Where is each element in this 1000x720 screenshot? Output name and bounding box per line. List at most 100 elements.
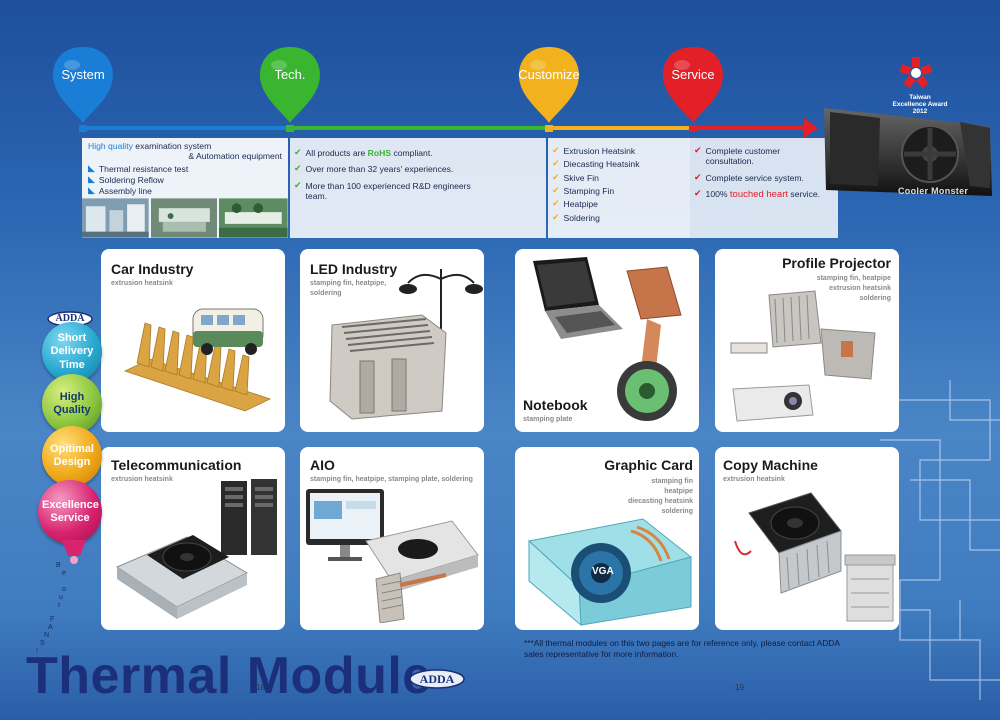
footer-note: ***All thermal modules on this two pages… bbox=[524, 638, 840, 659]
tech-rohs-highlight: RoHS bbox=[367, 148, 392, 158]
card-subtitle: stamping fin, heatpipe extrusion heatsin… bbox=[817, 274, 891, 304]
bubble-high-quality: High Quality bbox=[42, 374, 102, 434]
aio-thermal-module-image bbox=[365, 520, 479, 623]
slogan-letter: u bbox=[59, 594, 63, 601]
card-title: Notebook bbox=[523, 397, 588, 413]
card-subtitle: stamping fin, heatpipe, stamping plate, … bbox=[310, 476, 473, 483]
slogan-letter: N bbox=[44, 632, 50, 639]
vga-card-cooler-image bbox=[527, 518, 693, 627]
card-copy-machine: Copy Machine extrusion heatsink bbox=[715, 447, 899, 630]
system-info-box: High quality examination system & Automa… bbox=[82, 138, 288, 238]
bubble-label: Opitimal Design bbox=[49, 442, 94, 468]
card-subtitle: extrusion heatsink bbox=[111, 476, 173, 483]
card-subtitle: extrusion heatsink bbox=[111, 280, 173, 287]
card-subtitle-line: stamping fin, heatpipe, bbox=[310, 280, 387, 287]
service-last-post: service. bbox=[788, 188, 821, 199]
check-icon: ✔ bbox=[552, 184, 560, 195]
check-icon: ✔ bbox=[552, 158, 560, 169]
service-item: Complete service system. bbox=[705, 172, 804, 183]
bubble-excellence-service: Excellence Service bbox=[38, 480, 102, 544]
check-icon: ✔ bbox=[294, 163, 302, 174]
slogan-letter: S bbox=[40, 640, 45, 647]
page-number-left: 18 bbox=[256, 683, 265, 692]
customize-item: Skive Fin bbox=[563, 172, 599, 183]
vga-badge: VGA bbox=[592, 566, 614, 577]
award-line3: 2012 bbox=[912, 108, 928, 116]
card-profile-projector: Profile Projector stamping fin, heatpipe… bbox=[715, 249, 899, 432]
factory-photo-3 bbox=[219, 197, 288, 238]
triangle-bullet-icon: ◣ bbox=[88, 162, 95, 173]
balloon-tech: Tech. bbox=[255, 45, 325, 132]
card-subtitle-line: soldering bbox=[661, 508, 693, 516]
cooler-monster-label: Cooler Monster bbox=[898, 186, 969, 196]
customize-item: Extrusion Heatsink bbox=[563, 146, 636, 156]
service-item: Complete customer consultation. bbox=[705, 146, 781, 167]
background-circuit-lines bbox=[880, 380, 1000, 700]
slogan-letter: A bbox=[48, 624, 53, 631]
slogan-letter: o bbox=[62, 586, 66, 593]
slogan-letter: ! bbox=[36, 648, 38, 655]
check-icon: ✔ bbox=[552, 211, 560, 222]
balloon-customize: Customize bbox=[514, 45, 584, 132]
triangle-bullet-icon: ◣ bbox=[88, 185, 95, 196]
check-icon: ✔ bbox=[694, 187, 702, 198]
card-title: Car Industry bbox=[111, 261, 194, 277]
card-title: Profile Projector bbox=[782, 255, 891, 271]
system-line1: examination system bbox=[132, 141, 212, 151]
customize-item: Stamping Fin bbox=[563, 185, 615, 196]
timeline-line-red bbox=[692, 126, 812, 130]
timeline-line-yellow bbox=[548, 126, 690, 130]
check-icon: ✔ bbox=[552, 171, 560, 182]
card-subtitle: extrusion heatsink bbox=[723, 476, 785, 483]
street-lamp-icon bbox=[399, 269, 483, 329]
system-bullet: Thermal resistance test bbox=[98, 163, 189, 174]
customize-info-box: ✔Extrusion Heatsink ✔Diecasting Heatsink… bbox=[548, 138, 690, 238]
telecom-heatsink-fan-image bbox=[115, 535, 249, 619]
led-heatsink-image bbox=[329, 314, 447, 420]
card-title: Copy Machine bbox=[723, 457, 818, 473]
check-icon: ✔ bbox=[552, 145, 560, 155]
bubble-label: Short Delivery Time bbox=[50, 332, 94, 371]
slogan-letter: F bbox=[50, 616, 55, 623]
tech-bullet2: Over more than 32 years' experiences. bbox=[305, 164, 454, 175]
slogan-letter: B bbox=[56, 562, 61, 569]
system-line2: & Automation equipment bbox=[188, 151, 282, 162]
system-bullet: Assembly line bbox=[98, 186, 152, 197]
card-subtitle: stamping fin heatpipe diecasting heatsin… bbox=[628, 477, 693, 518]
notebook-thermal-module-image bbox=[617, 266, 682, 421]
customize-item: Heatpipe bbox=[563, 199, 598, 210]
check-icon: ✔ bbox=[294, 147, 302, 157]
card-telecommunication: Telecommunication extrusion heatsink bbox=[101, 447, 285, 630]
award-line1: Taiwan bbox=[909, 94, 931, 101]
balloon-system-icon bbox=[53, 47, 113, 132]
tech-bullet1-pre: All products are bbox=[305, 148, 368, 158]
aio-monitor-icon bbox=[306, 489, 384, 561]
adda-logo-footer-icon bbox=[409, 669, 465, 689]
balloon-tail-icon bbox=[62, 540, 86, 564]
check-icon: ✔ bbox=[694, 171, 702, 182]
factory-photo-1 bbox=[82, 197, 149, 238]
bubble-label: Excellence Service bbox=[42, 498, 99, 524]
laptop-icon bbox=[533, 257, 623, 339]
page-number-right: 19 bbox=[735, 683, 744, 692]
copy-machine-fan-heatsink-image bbox=[734, 492, 842, 594]
bubble-optimal-design: Opitimal Design bbox=[42, 426, 102, 486]
balloon-service-icon bbox=[663, 47, 723, 132]
balloon-system-label: System bbox=[61, 67, 105, 82]
triangle-bullet-icon: ◣ bbox=[88, 173, 95, 184]
timeline-line-green bbox=[290, 126, 546, 130]
projector-heatsink-image bbox=[730, 290, 876, 422]
card-subtitle-line: diecasting heatsink bbox=[628, 498, 693, 506]
service-last-pre: 100% bbox=[705, 188, 730, 199]
check-icon: ✔ bbox=[552, 198, 560, 209]
card-title: LED Industry bbox=[310, 261, 398, 277]
factory-photo-2 bbox=[150, 197, 218, 238]
footer-note-line: ***All thermal modules on this two pages… bbox=[524, 638, 840, 648]
card-subtitle-line: extrusion heatsink bbox=[829, 285, 891, 293]
customize-item: Soldering bbox=[563, 212, 600, 223]
check-icon: ✔ bbox=[694, 145, 702, 155]
balloon-service-label: Service bbox=[671, 67, 715, 82]
balloon-system: System bbox=[48, 45, 118, 132]
card-subtitle-line: heatpipe bbox=[664, 488, 693, 496]
page-title: Thermal Module bbox=[26, 647, 432, 705]
